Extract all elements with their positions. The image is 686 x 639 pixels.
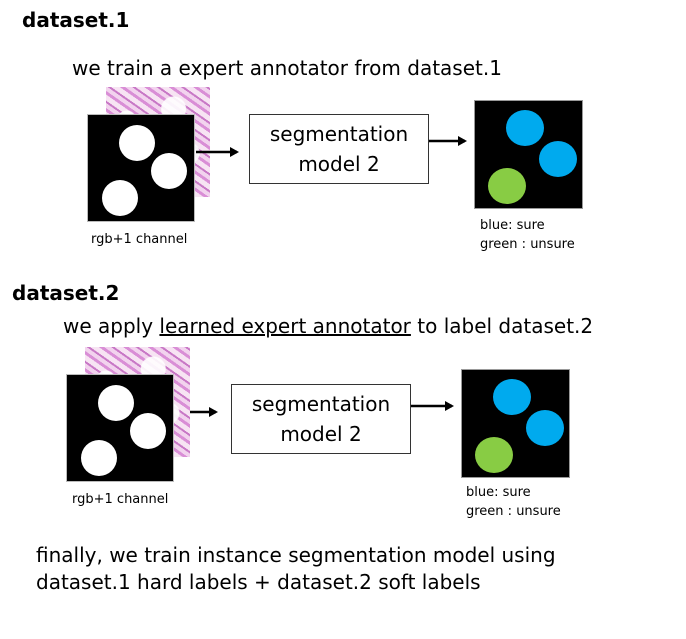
section2-title: dataset.2 bbox=[12, 281, 120, 305]
sure-nucleus bbox=[493, 379, 531, 415]
footer-line2: dataset.1 hard labels + dataset.2 soft l… bbox=[36, 570, 481, 594]
mask-nucleus bbox=[98, 385, 134, 421]
section2-output-image bbox=[461, 369, 570, 478]
sure-nucleus bbox=[539, 141, 577, 177]
footer-line1: finally, we train instance segmentation … bbox=[36, 543, 556, 567]
section2-legend: blue: sure green : unsure bbox=[466, 483, 561, 521]
section2-input-label: rgb+1 channel bbox=[72, 492, 169, 507]
mask-nucleus bbox=[81, 440, 117, 476]
model-label-line1: segmentation bbox=[269, 122, 409, 146]
section1-output-image bbox=[474, 100, 583, 209]
sure-nucleus bbox=[506, 110, 544, 146]
legend-unsure: green : unsure bbox=[480, 237, 575, 252]
section1-mask-image bbox=[87, 114, 195, 222]
section1-legend: blue: sure green : unsure bbox=[480, 216, 575, 254]
legend-unsure: green : unsure bbox=[466, 504, 561, 519]
description-text: to label dataset.2 bbox=[410, 314, 594, 338]
expert-annotator-term: learned expert annotator bbox=[159, 314, 411, 338]
section2-description: we apply learned expert annotator to lab… bbox=[63, 314, 593, 338]
unsure-nucleus bbox=[488, 168, 526, 204]
model-label-line1: segmentation bbox=[251, 392, 391, 416]
mask-nucleus bbox=[102, 180, 138, 216]
legend-sure: blue: sure bbox=[480, 218, 545, 233]
section2-model-box: segmentation model 2 bbox=[231, 384, 411, 454]
description-text: we apply bbox=[63, 314, 160, 338]
mask-nucleus bbox=[130, 413, 166, 449]
section1-title: dataset.1 bbox=[22, 8, 130, 32]
section1-input-label: rgb+1 channel bbox=[91, 232, 188, 247]
footer-note: finally, we train instance segmentation … bbox=[36, 542, 556, 596]
sure-nucleus bbox=[526, 410, 564, 446]
mask-nucleus bbox=[151, 153, 187, 189]
section2-mask-image bbox=[66, 374, 174, 482]
model-label-line2: model 2 bbox=[298, 152, 380, 176]
legend-sure: blue: sure bbox=[466, 485, 531, 500]
section1-description: we train a expert annotator from dataset… bbox=[72, 56, 502, 80]
section1-model-box: segmentation model 2 bbox=[249, 114, 429, 184]
mask-nucleus bbox=[119, 125, 155, 161]
model-label-line2: model 2 bbox=[280, 422, 362, 446]
unsure-nucleus bbox=[475, 437, 513, 473]
